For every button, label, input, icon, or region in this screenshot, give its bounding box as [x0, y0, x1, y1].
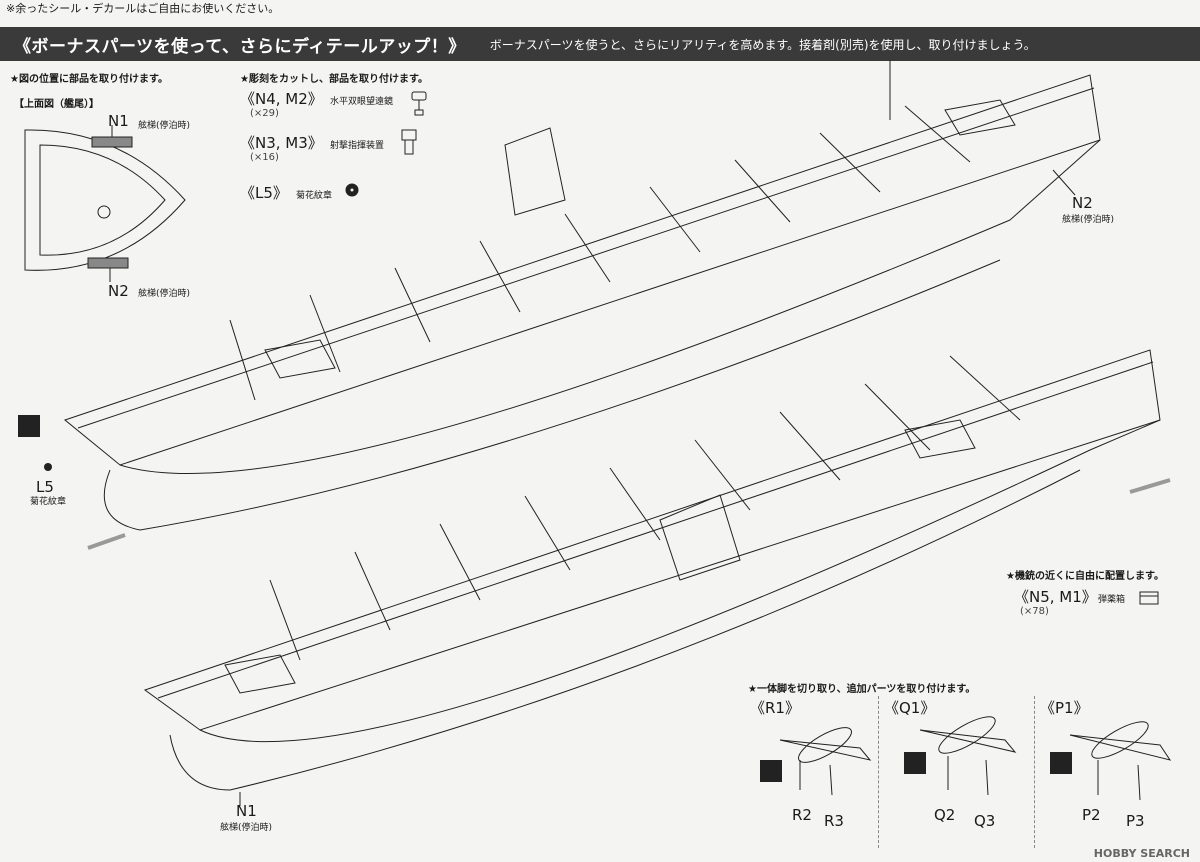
ship-l5-name: 菊花紋章: [30, 497, 67, 507]
ship-n2-name: 舷梯(停泊時): [1062, 215, 1115, 225]
aircraft-q2-label: Q2: [934, 806, 956, 824]
part-n3-qty: (×16): [250, 152, 279, 163]
aircraft-p1-code: 《P1》: [1040, 699, 1089, 717]
aircraft-r3-label: R3: [824, 812, 844, 830]
ship-n1-code: N1: [236, 802, 257, 820]
part-n4-name: 水平双眼望遠鏡: [330, 97, 394, 107]
binocular-icon: [411, 91, 427, 116]
part-n3-name: 射撃指揮装置: [330, 141, 385, 151]
ammo-code: 《N5, M1》: [1014, 588, 1097, 606]
aircraft-p1: [1069, 721, 1172, 801]
left-instruction: ★図の位置に部品を取り付けます。: [10, 74, 168, 85]
aircraft-r1-code: 《R1》: [750, 699, 800, 717]
part-l5-name: 菊花紋章: [296, 191, 333, 201]
left-n2-code: N2: [108, 282, 129, 300]
parts-instruction: ★彫刻をカットし、部品を取り付けます。: [240, 74, 428, 85]
banner-subtitle: ボーナスパーツを使うと、さらにリアリティを高めます。接着剤(別売)を使用し、取り…: [489, 37, 1036, 52]
part-l5-code: 《L5》: [240, 184, 288, 202]
watermark: HOBBY SEARCH: [1093, 847, 1190, 860]
left-n1-code: N1: [108, 112, 129, 130]
section-banner: 《ボーナスパーツを使って、さらにディテールアップ！》 ボーナスパーツを使うと、さ…: [0, 27, 1200, 61]
part-n3-code: 《N3, M3》: [240, 134, 323, 152]
aircraft-instruction: ★一体脚を切り取り、追加パーツを取り付けます。: [748, 684, 976, 695]
ammo-instruction: ★機銃の近くに自由に配置します。: [1006, 571, 1164, 582]
left-n1-name: 舷梯(停泊時): [138, 121, 191, 131]
aircraft-divider-1: [878, 696, 879, 848]
aircraft-q1: [919, 716, 1017, 796]
director-icon: [401, 129, 417, 155]
aircraft-divider-2: [1034, 696, 1035, 848]
ship-l5-code: L5: [36, 478, 54, 496]
carrier-upper: [63, 60, 1101, 531]
part-n4-qty: (×29): [250, 108, 279, 119]
aircraft-q3-label: Q3: [974, 812, 996, 830]
ammo-name: 弾薬箱: [1098, 595, 1126, 605]
part-n4-code: 《N4, M2》: [240, 90, 323, 108]
top-note: ※余ったシール・デカールはご自由にお使いください。: [6, 2, 280, 15]
ammo-box-icon: [1139, 591, 1159, 605]
carrier-lower: [143, 349, 1161, 806]
ship-n1-name: 舷梯(停泊時): [220, 823, 273, 833]
aircraft-p3-label: P3: [1126, 812, 1145, 830]
aircraft-r2-label: R2: [792, 806, 812, 824]
stern-top-view: [24, 125, 186, 282]
ammo-qty: (×78): [1020, 606, 1049, 617]
banner-title: 《ボーナスパーツを使って、さらにディテールアップ！》: [14, 36, 466, 57]
left-n2-name: 舷梯(停泊時): [138, 289, 191, 299]
step-badges: [18, 415, 1072, 782]
aircraft-p2-label: P2: [1082, 806, 1101, 824]
aircraft-r1: [779, 727, 872, 796]
aircraft-q1-code: 《Q1》: [884, 699, 936, 717]
chrysanthemum-crest-icon: [345, 183, 359, 197]
view-label: 【上面図（艦尾）】: [14, 99, 99, 110]
ship-n2-code: N2: [1072, 194, 1093, 212]
